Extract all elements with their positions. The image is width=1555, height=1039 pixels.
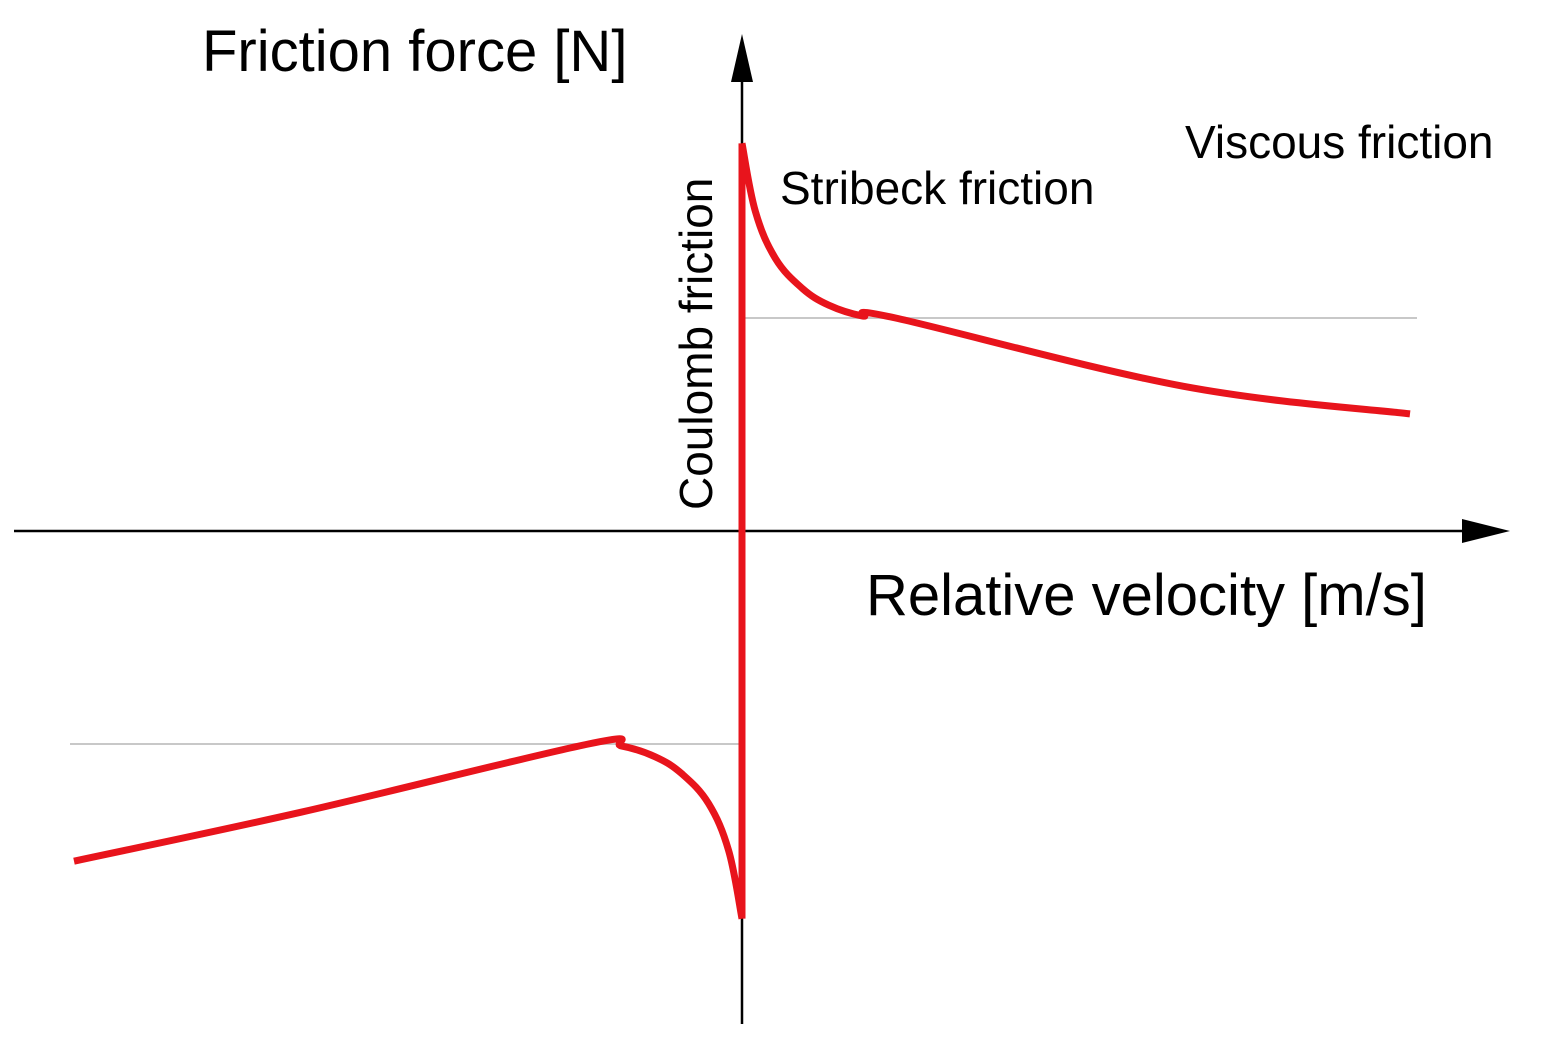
- y-axis-arrow-icon: [731, 34, 753, 82]
- y-axis-title: Friction force [N]: [202, 19, 627, 84]
- friction-curve-negative-branch: [73, 735, 746, 920]
- x-axis-arrow-icon: [1462, 519, 1510, 543]
- coulomb-friction-annotation: Coulomb friction: [670, 178, 722, 510]
- viscous-friction-annotation: Viscous friction: [1185, 116, 1494, 168]
- stribeck-friction-annotation: Stribeck friction: [780, 162, 1094, 214]
- x-axis-title: Relative velocity [m/s]: [866, 563, 1427, 628]
- friction-curve-positive-branch: [738, 142, 1411, 418]
